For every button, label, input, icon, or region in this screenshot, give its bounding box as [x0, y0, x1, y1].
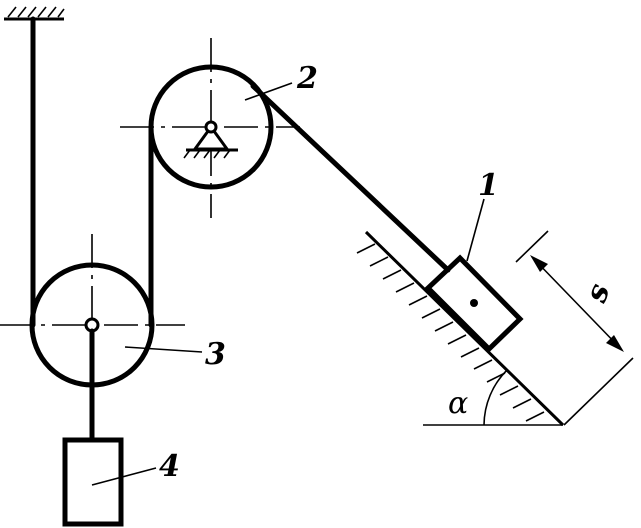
label-angle: α [448, 386, 468, 421]
rope-inclined-segment [250, 83, 451, 273]
label-upper-pulley: 2 [296, 61, 318, 96]
label-displacement: s [578, 279, 617, 308]
label-weight: 4 [159, 449, 180, 484]
label-block: 1 [478, 168, 499, 203]
displacement-dimension [515, 230, 634, 426]
leader-line-3 [124, 346, 203, 353]
leader-line-4 [91, 467, 157, 486]
angle-arc [483, 369, 508, 426]
label-lower-pulley: 3 [205, 337, 226, 372]
leader-line-1 [466, 198, 485, 262]
sliding-block [424, 254, 524, 353]
upper-pulley [120, 38, 300, 218]
leader-line-2 [244, 82, 293, 101]
hanging-weight [62, 437, 124, 527]
inclined-plane [356, 230, 565, 427]
